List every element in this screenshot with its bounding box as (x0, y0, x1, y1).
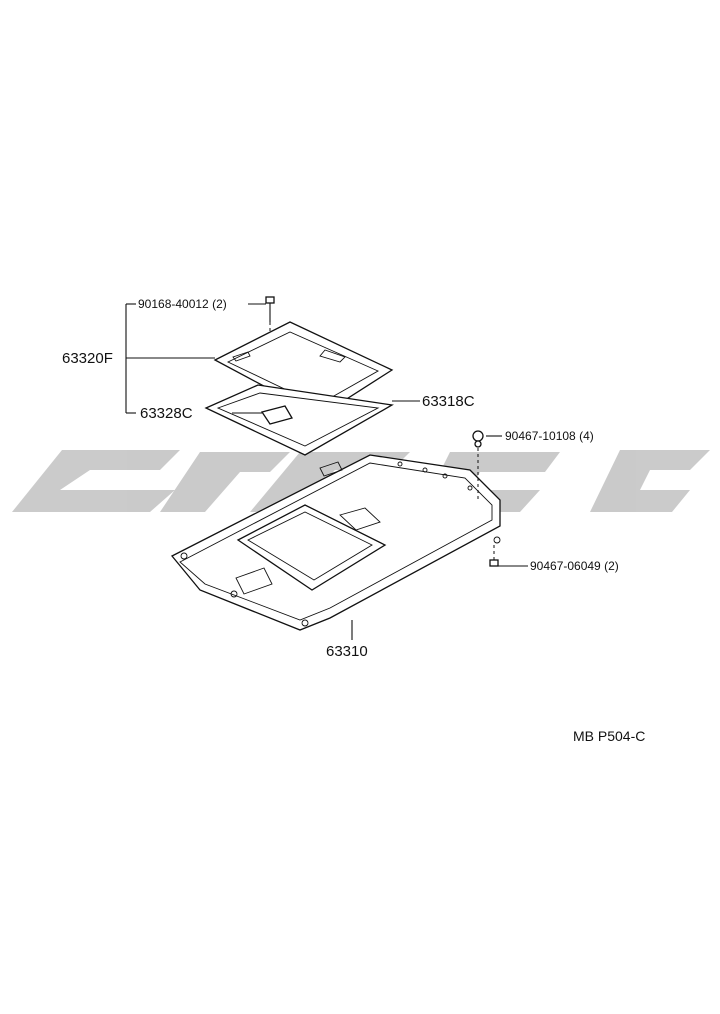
label-sunshade-garnish: 63328C (140, 405, 193, 422)
clip-90467-06049 (489, 545, 499, 567)
label-bolt-top: 90168-40012 (2) (138, 297, 227, 311)
clip-90467-10108 (472, 430, 484, 500)
label-headliner: 63310 (326, 643, 368, 660)
label-clip-b: 90467-06049 (2) (530, 559, 619, 573)
watermark-logo (12, 450, 710, 512)
leader-lines (125, 303, 528, 640)
reference-code: MB P504-C (573, 728, 645, 744)
label-clip-a: 90467-10108 (4) (505, 429, 594, 443)
label-sunshade-panel: 63320F (62, 350, 113, 367)
opening-trim-63318C (204, 384, 394, 456)
headliner-63310 (170, 454, 501, 631)
label-opening-trim: 63318C (422, 393, 475, 410)
